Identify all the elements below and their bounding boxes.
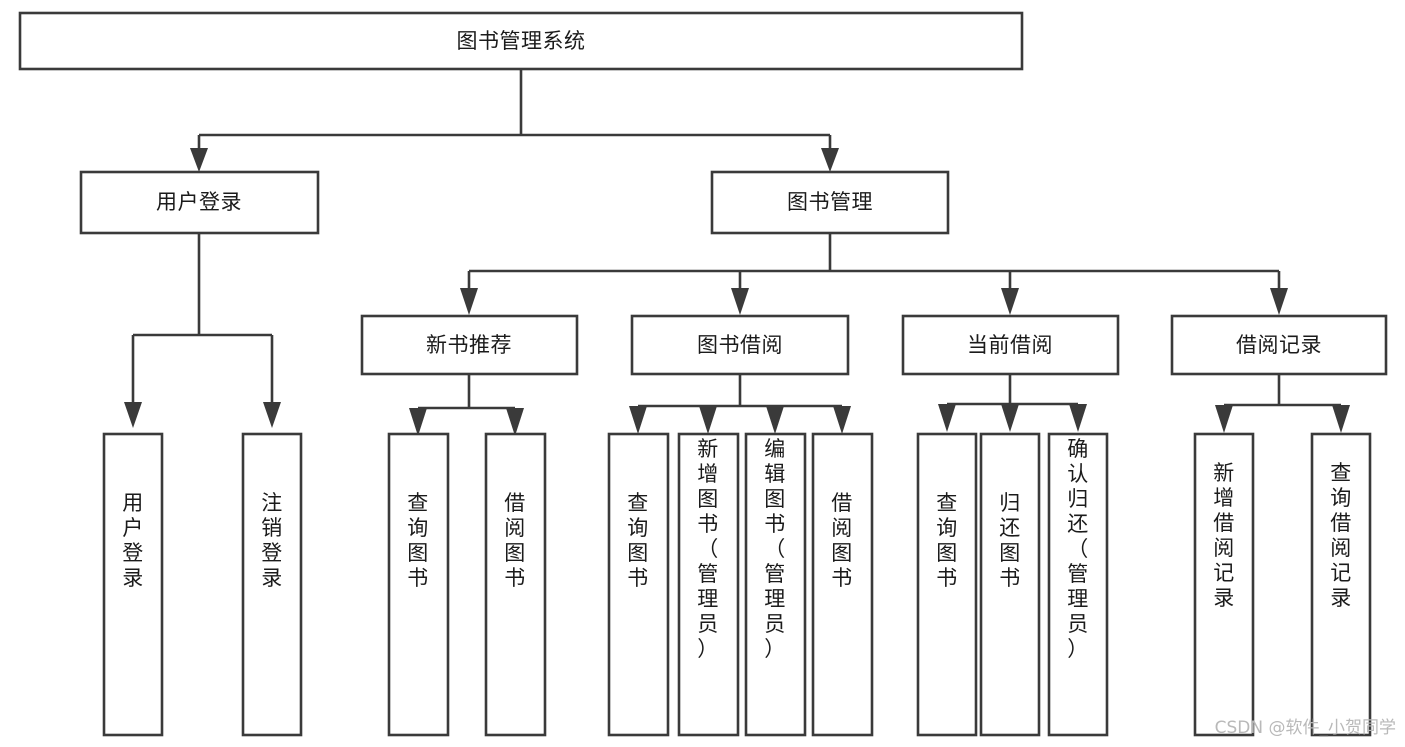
arrow-head-leaf-user-login (124, 402, 142, 428)
arrow-head-leaf-query-book-2 (629, 406, 647, 434)
node-current-borrow[interactable]: 当前借阅 (901, 314, 1120, 376)
leaf-user-login[interactable]: 用户登录 (102, 432, 164, 737)
node-borrow-record-label: 借阅记录 (1236, 333, 1322, 357)
node-root[interactable]: 图书管理系统 (18, 11, 1024, 71)
leaf-user-logout-label: 注销登录 (261, 491, 283, 590)
leaf-query-book-1-box[interactable] (387, 432, 450, 737)
leaf-query-book-3-box[interactable] (916, 432, 978, 737)
node-current-borrow-box[interactable] (901, 314, 1120, 376)
leaf-borrow-book-1-box[interactable] (484, 432, 547, 737)
leaf-borrow-book-1-label: 借阅图书 (504, 491, 526, 590)
node-book-borrow-label: 图书借阅 (697, 333, 783, 357)
node-book-management-box[interactable] (710, 170, 950, 235)
arrow-head-current-borrow (1001, 288, 1019, 315)
leaf-return-book-label: 归还图书 (999, 491, 1021, 590)
leaf-edit-book-box[interactable] (744, 432, 807, 737)
leaf-add-book-label: 新增图书（管理员） (697, 437, 719, 661)
leaf-user-login-label: 用户登录 (122, 491, 144, 590)
arrow-head-leaf-borrow-book-1 (506, 408, 524, 436)
node-borrow-record[interactable]: 借阅记录 (1170, 314, 1388, 376)
leaf-confirm-return[interactable]: 确认归还（管理员） (1047, 432, 1109, 737)
leaf-return-book-box[interactable] (979, 432, 1041, 737)
arrow-head-leaf-confirm-return (1069, 404, 1087, 432)
leaf-query-book-1-label: 查询图书 (407, 491, 429, 590)
arrow-head-leaf-query-record (1332, 405, 1350, 433)
node-book-borrow[interactable]: 图书借阅 (630, 314, 850, 376)
leaf-confirm-return-box[interactable] (1047, 432, 1109, 737)
arrow-head-leaf-user-logout (263, 402, 281, 428)
leaf-borrow-book-2[interactable]: 借阅图书 (811, 432, 874, 737)
leaf-user-logout[interactable]: 注销登录 (241, 432, 303, 737)
leaf-borrow-book-2-label: 借阅图书 (831, 491, 853, 590)
leaf-query-book-2-box[interactable] (607, 432, 670, 737)
leaf-query-book-2[interactable]: 查询图书 (607, 432, 670, 737)
leaf-user-login-box[interactable] (102, 432, 164, 737)
arrow-head-leaf-query-book-1 (409, 408, 427, 436)
leaf-borrow-book-2-box[interactable] (811, 432, 874, 737)
node-user-login-box[interactable] (79, 170, 320, 235)
arrow-head-user-login (190, 148, 208, 172)
leaf-query-record-box[interactable] (1310, 432, 1372, 737)
leaf-add-record[interactable]: 新增借阅记录 (1193, 432, 1255, 737)
leaf-query-book-2-label: 查询图书 (627, 491, 649, 590)
arrow-head-borrow-record (1270, 288, 1288, 315)
leaf-query-book-3-label: 查询图书 (936, 491, 958, 590)
node-root-box[interactable] (18, 11, 1024, 71)
csdn-watermark: CSDN @软件_小贺同学 (1215, 718, 1396, 738)
arrow-head-leaf-edit-book (766, 406, 784, 434)
node-user-login[interactable]: 用户登录 (79, 170, 320, 235)
leaf-add-book-box[interactable] (677, 432, 740, 737)
connectors-group (124, 69, 1350, 436)
node-book-borrow-box[interactable] (630, 314, 850, 376)
leaf-return-book[interactable]: 归还图书 (979, 432, 1041, 737)
node-current-borrow-label: 当前借阅 (967, 333, 1053, 357)
leaf-add-record-box[interactable] (1193, 432, 1255, 737)
leaf-add-book[interactable]: 新增图书（管理员） (677, 432, 740, 737)
arrow-head-leaf-add-record (1215, 405, 1233, 433)
leaf-query-record-label: 查询借阅记录 (1330, 461, 1352, 610)
leaf-add-record-label: 新增借阅记录 (1213, 461, 1235, 610)
leaf-query-book-3[interactable]: 查询图书 (916, 432, 978, 737)
leaf-confirm-return-label: 确认归还（管理员） (1067, 437, 1089, 661)
node-book-management-label: 图书管理 (787, 190, 873, 214)
leaf-edit-book[interactable]: 编辑图书（管理员） (744, 432, 807, 737)
arrow-head-book-borrow (731, 288, 749, 315)
leaf-edit-book-label: 编辑图书（管理员） (764, 437, 786, 661)
node-root-label: 图书管理系统 (457, 29, 586, 53)
leaf-query-record[interactable]: 查询借阅记录 (1310, 432, 1372, 737)
node-user-login-label: 用户登录 (156, 190, 242, 214)
node-new-book-recommend[interactable]: 新书推荐 (360, 314, 579, 376)
arrow-head-leaf-add-book (699, 406, 717, 434)
node-new-book-recommend-label: 新书推荐 (426, 333, 512, 357)
arrow-head-leaf-return-book (1001, 404, 1019, 432)
arrow-head-leaf-query-book-3 (938, 404, 956, 432)
node-borrow-record-box[interactable] (1170, 314, 1388, 376)
arrow-head-book-management (821, 148, 839, 172)
arrow-head-new-book-recommend (460, 288, 478, 315)
leaf-borrow-book-1[interactable]: 借阅图书 (484, 432, 547, 737)
node-new-book-recommend-box[interactable] (360, 314, 579, 376)
node-book-management[interactable]: 图书管理 (710, 170, 950, 235)
arrow-head-leaf-borrow-book-2 (833, 406, 851, 434)
leaf-query-book-1[interactable]: 查询图书 (387, 432, 450, 737)
leaf-user-logout-box[interactable] (241, 432, 303, 737)
